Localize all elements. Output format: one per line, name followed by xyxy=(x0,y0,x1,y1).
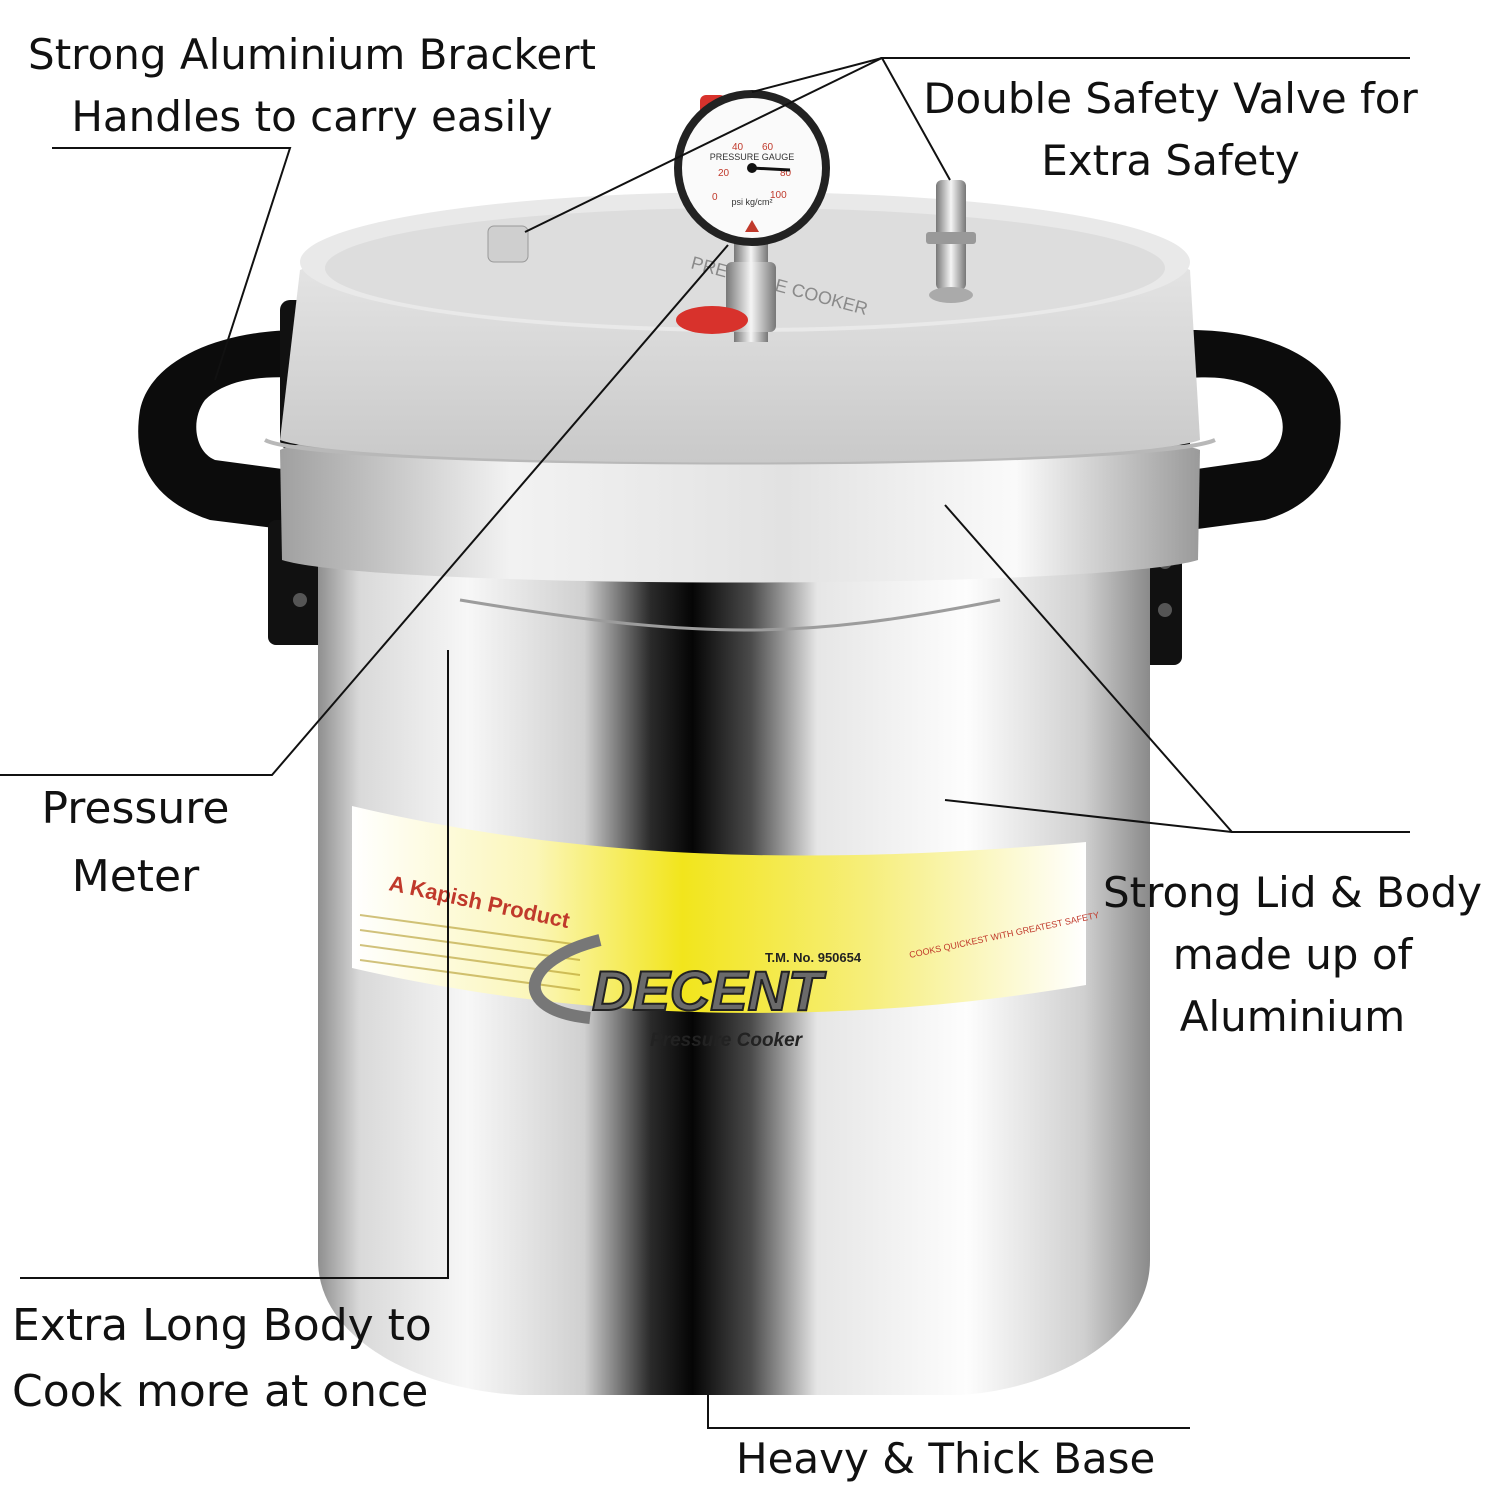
gauge-tick: 20 xyxy=(718,168,730,179)
gauge-tick: 0 xyxy=(712,192,718,203)
vent-valve xyxy=(487,225,529,263)
callout-text: Cook more at once xyxy=(12,1366,429,1417)
callout-text: made up of xyxy=(1172,930,1413,979)
callout-text: Heavy & Thick Base xyxy=(736,1434,1156,1483)
lid-rim xyxy=(280,427,1200,583)
callout-leaders xyxy=(0,57,1410,1429)
callout-text: Extra Long Body to xyxy=(12,1300,432,1351)
callout-text: Strong Aluminium Brackert xyxy=(28,30,596,79)
callout-text: Meter xyxy=(71,851,200,902)
callout-text: Handles to carry easily xyxy=(71,92,553,141)
gauge-title: PRESSURE GAUGE xyxy=(710,152,795,162)
gauge-needle xyxy=(751,166,791,172)
callout-text: Double Safety Valve for xyxy=(923,74,1418,123)
callout-long-body: Extra Long Body to Cook more at once xyxy=(12,1293,462,1425)
gauge-tick: 60 xyxy=(762,142,774,153)
callout-text: Extra Safety xyxy=(1041,136,1300,185)
callout-text: Pressure xyxy=(41,783,230,834)
gauge-tick: 80 xyxy=(780,168,792,179)
callout-base: Heavy & Thick Base xyxy=(736,1428,1166,1490)
callout-text: Aluminium xyxy=(1179,992,1406,1041)
callout-meter: Pressure Meter xyxy=(28,775,243,911)
safety-valve xyxy=(926,180,976,303)
label-product: Pressure Cooker xyxy=(650,1030,804,1051)
weight-valve xyxy=(676,306,748,334)
callout-text: Strong Lid & Body xyxy=(1102,868,1482,917)
gauge-tick: 40 xyxy=(732,142,744,153)
gauge-tick: 100 xyxy=(770,190,787,201)
product-label: A Kapish Product T.M. No. 950654 DECENT … xyxy=(352,806,1100,1051)
callout-valve: Double Safety Valve for Extra Safety xyxy=(918,68,1423,192)
callout-body: Strong Lid & Body made up of Aluminium xyxy=(1100,862,1485,1048)
gauge-units: psi kg/cm² xyxy=(731,197,772,207)
label-brand: DECENT xyxy=(592,959,827,1022)
label-trademark: T.M. No. 950654 xyxy=(765,950,862,965)
pressure-gauge: PRESSURE GAUGE psi kg/cm² 0 20 40 60 80 … xyxy=(674,90,830,342)
callout-handles: Strong Aluminium Brackert Handles to car… xyxy=(22,24,602,148)
